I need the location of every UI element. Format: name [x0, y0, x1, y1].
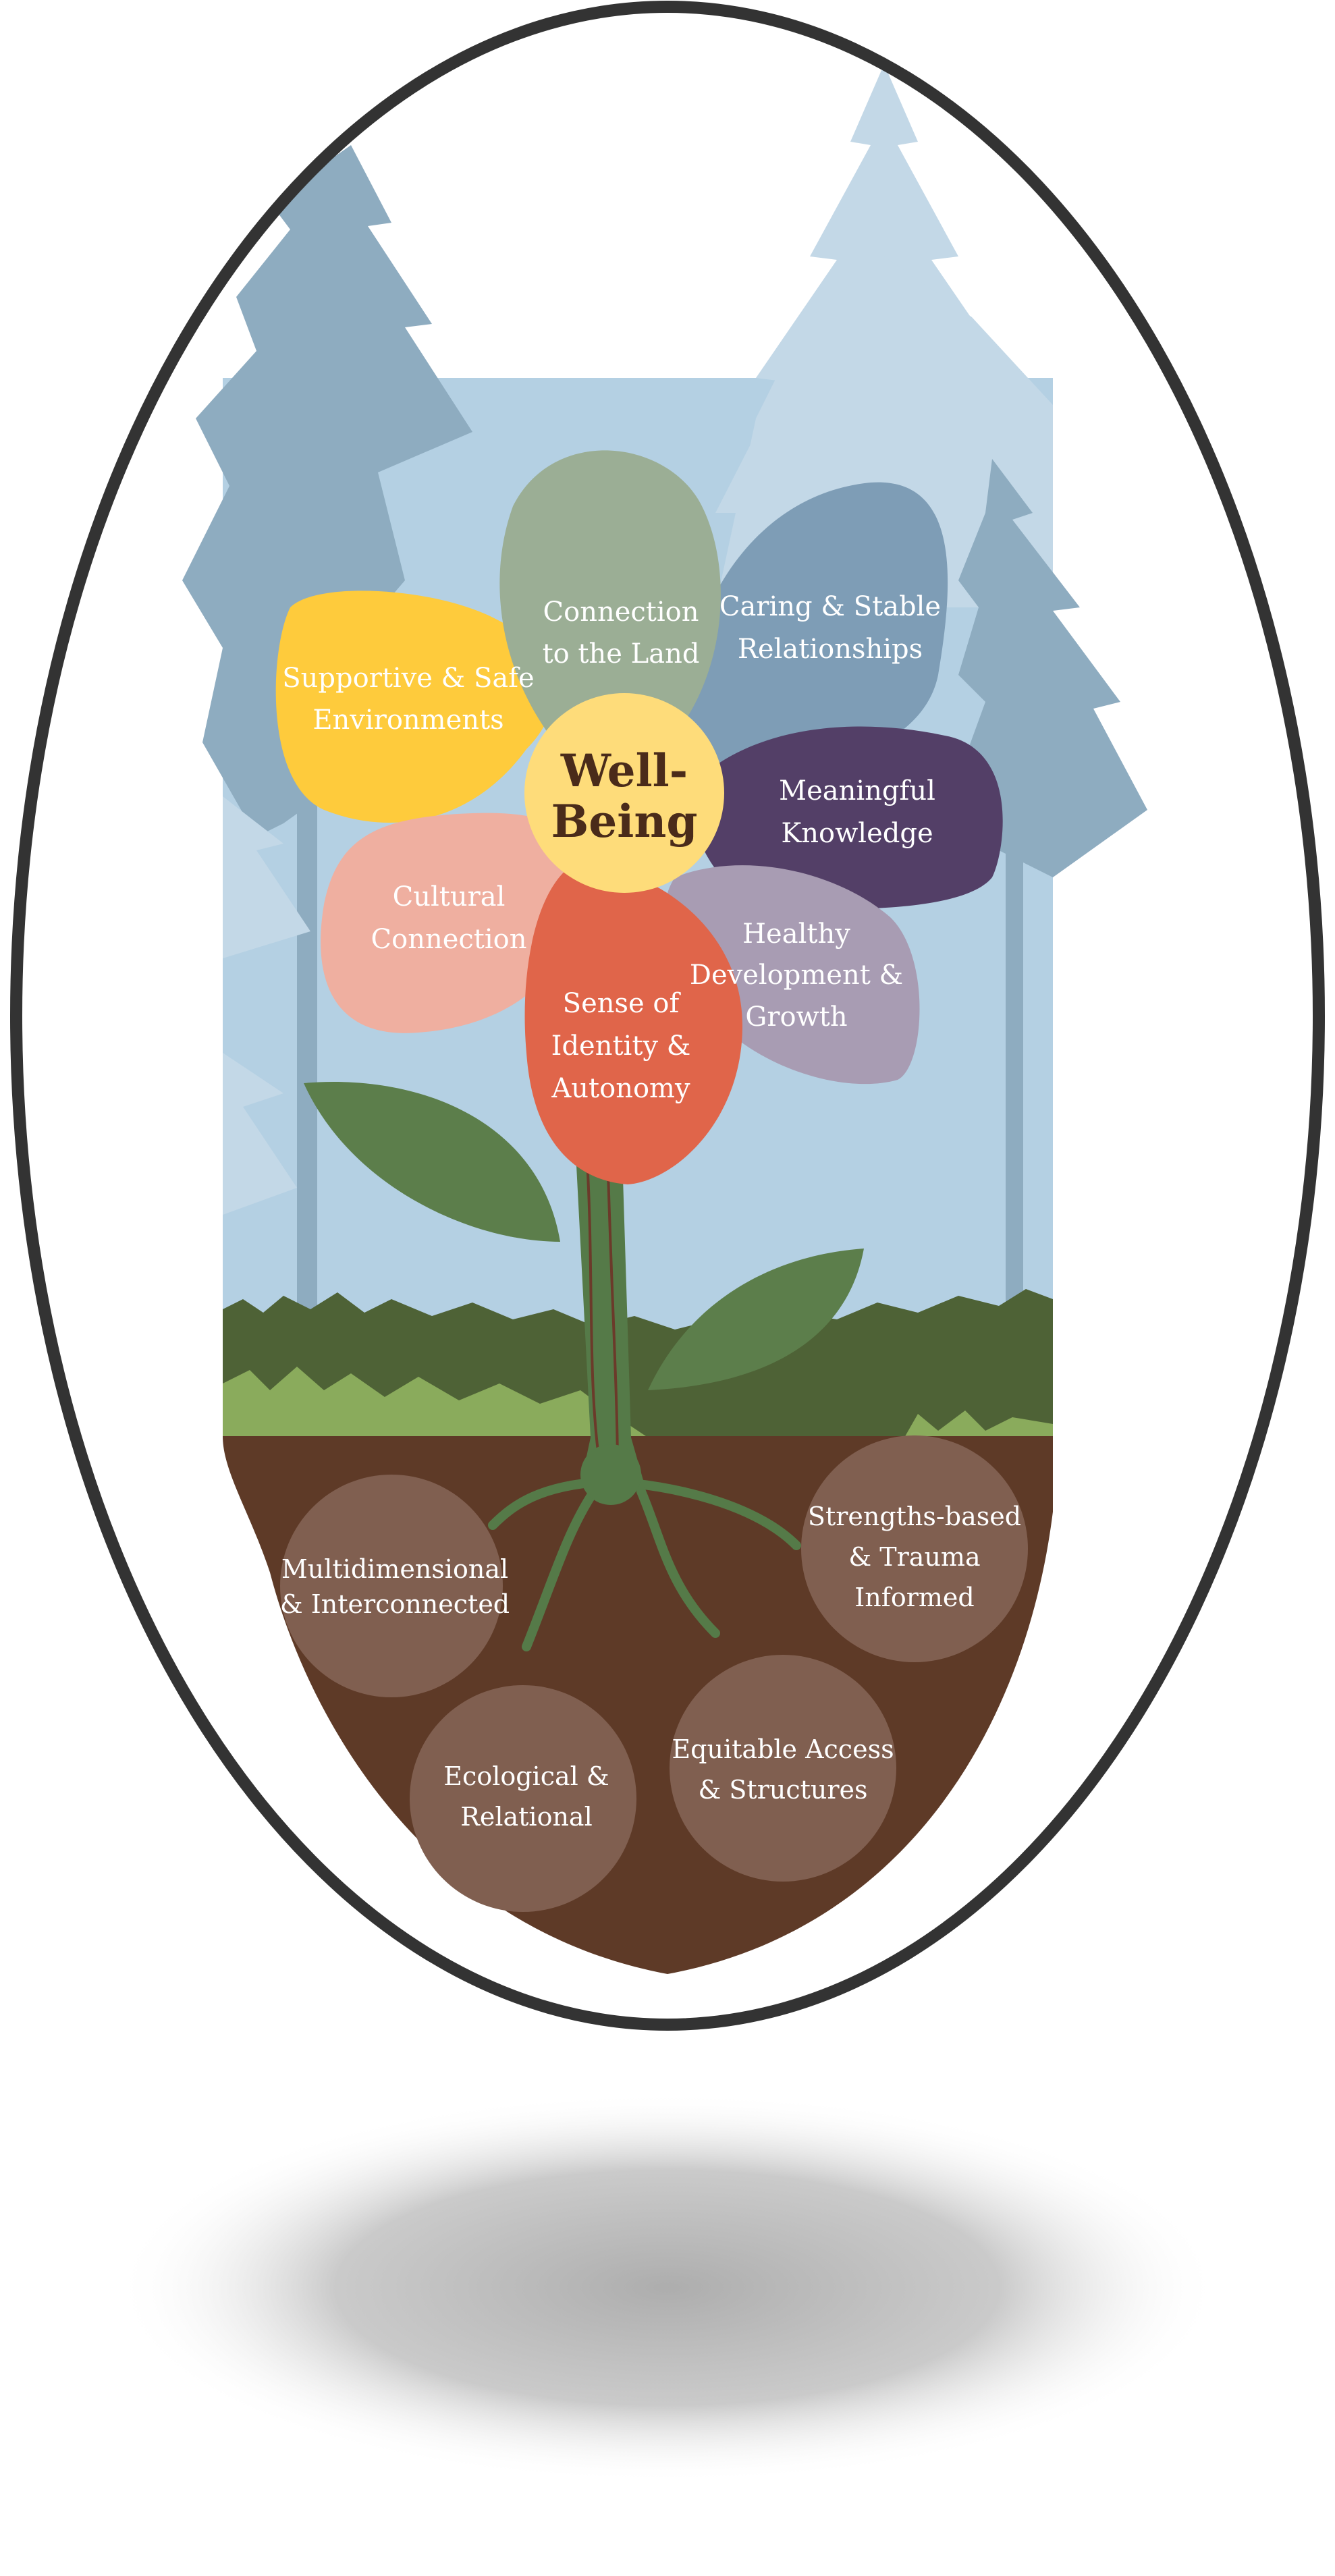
grass-light	[223, 1367, 648, 1437]
drop-shadow	[114, 2092, 1221, 2484]
leaf-right	[648, 1249, 864, 1390]
petal-identity-line2: Identity &	[551, 1031, 691, 1062]
petal-caring	[682, 482, 948, 777]
petal-knowledge-line1: Meaningful	[779, 775, 935, 806]
petal-identity	[524, 864, 742, 1184]
petal-identity-line1: Sense of	[563, 988, 682, 1019]
root-equitable-line2: & Structures	[698, 1775, 867, 1805]
petal-identity-line3: Autonomy	[551, 1073, 690, 1104]
petal-healthy-line2: Development &	[690, 960, 903, 991]
center-wellbeing	[524, 693, 724, 893]
petal-caring-line2: Relationships	[738, 634, 923, 665]
stem	[574, 1114, 645, 1485]
root-equitable: Equitable Access & Structures	[670, 1655, 896, 1882]
root-ecological: Ecological & Relational	[410, 1685, 636, 1912]
root-multidimensional-line2: & Interconnected	[280, 1589, 510, 1619]
root-ecological-line1: Ecological &	[443, 1761, 609, 1791]
leaf-left	[304, 1082, 560, 1242]
stem-veins	[586, 1147, 619, 1472]
petal-knowledge	[693, 726, 1003, 910]
petal-cultural-line2: Connection	[371, 924, 527, 955]
tree-right-dark	[958, 459, 1147, 1316]
petal-cultural-line1: Cultural	[393, 881, 506, 912]
petal-healthy-line3: Growth	[745, 1002, 847, 1033]
petal-supportive-line2: Environments	[312, 705, 503, 736]
root-strengths-line1: Strengths-based	[808, 1502, 1021, 1531]
oval-outline	[10, 1, 1325, 2031]
stem-base	[580, 1444, 641, 1505]
petal-land-line2: to the Land	[543, 638, 700, 669]
root-equitable-line1: Equitable Access	[672, 1734, 894, 1764]
petal-land-line1: Connection	[543, 597, 699, 628]
center-line1: Well-	[560, 744, 688, 797]
center-line2: Being	[551, 795, 698, 848]
petal-supportive-line1: Supportive & Safe	[282, 663, 534, 694]
root-strengths: Strengths-based & Trauma Informed	[801, 1435, 1028, 1662]
root-multidimensional-line1: Multidimensional	[281, 1554, 508, 1584]
distant-trees	[223, 796, 310, 1215]
petal-knowledge-line2: Knowledge	[781, 818, 933, 849]
petal-supportive	[275, 591, 553, 823]
root-strengths-line2: & Trauma	[848, 1542, 980, 1572]
petal-healthy-line1: Healthy	[742, 919, 850, 950]
root-strengths-line3: Informed	[854, 1583, 974, 1612]
petal-caring-line1: Caring & Stable	[719, 591, 941, 622]
root-multidimensional: Multidimensional & Interconnected	[280, 1475, 510, 1697]
grass-light-right	[904, 1410, 1053, 1437]
root-ecological-line2: Relational	[460, 1802, 593, 1832]
petal-cultural	[321, 813, 589, 1033]
petal-land	[499, 450, 721, 768]
